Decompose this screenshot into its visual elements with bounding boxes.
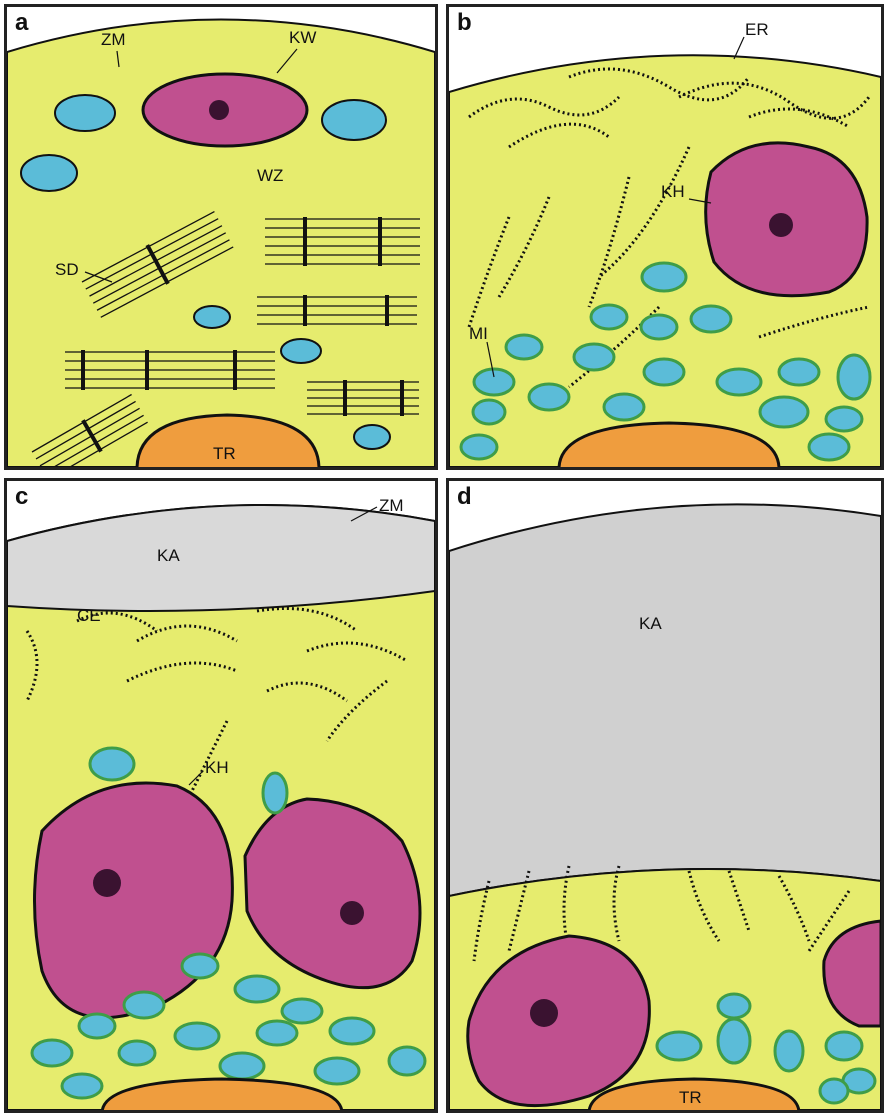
crystalline-cap-ka (449, 504, 881, 896)
mitochondrion (62, 1074, 102, 1098)
mitochondrion (779, 359, 819, 385)
panel-letter-a: a (15, 9, 28, 37)
mitochondrion (506, 335, 542, 359)
mitochondrion (175, 1023, 219, 1049)
nucleolus (209, 100, 229, 120)
label-ka: KA (639, 614, 662, 633)
panel-d-illustration: KA TR (449, 481, 881, 1110)
label-mi: MI (469, 324, 488, 343)
mitochondrion (591, 305, 627, 329)
mitochondrion (644, 359, 684, 385)
label-wz: WZ (257, 166, 283, 185)
mitochondrion (718, 994, 750, 1018)
mitochondrion (820, 1079, 848, 1103)
mitochondrion (574, 344, 614, 370)
mitochondrion (315, 1058, 359, 1084)
nucleolus (93, 869, 121, 897)
mitochondrion (657, 1032, 701, 1060)
mitochondrion (354, 425, 390, 449)
nucleolus (340, 901, 364, 925)
mitochondrion (760, 397, 808, 427)
mitochondrion (322, 100, 386, 140)
mitochondrion (604, 394, 644, 420)
panel-c-illustration: ZM KA CE KH (7, 481, 435, 1110)
mitochondrion (691, 306, 731, 332)
label-tr: TR (679, 1088, 702, 1107)
nucleolus (769, 213, 793, 237)
mitochondrion (809, 434, 849, 460)
mitochondrion (775, 1031, 803, 1071)
mitochondrion (194, 306, 230, 328)
mitochondrion (79, 1014, 115, 1038)
label-er: ER (745, 20, 769, 39)
label-kh: KH (205, 758, 229, 777)
mitochondrion (642, 263, 686, 291)
label-ce: CE (77, 606, 101, 625)
label-kw: KW (289, 28, 316, 47)
mitochondrion (235, 976, 279, 1002)
mitochondrion (281, 339, 321, 363)
mitochondrion (32, 1040, 72, 1066)
mitochondrion (263, 773, 287, 813)
mitochondrion (21, 155, 77, 191)
panel-letter-d: d (457, 483, 472, 511)
mitochondrion (474, 369, 514, 395)
mitochondrion (389, 1047, 425, 1075)
mitochondrion (529, 384, 569, 410)
mitochondrion (717, 369, 761, 395)
mitochondrion (473, 400, 505, 424)
panel-a-illustration: ZM KW WZ SD TR (7, 7, 435, 467)
mitochondrion (330, 1018, 374, 1044)
mitochondrion (182, 954, 218, 978)
label-ka: KA (157, 546, 180, 565)
mitochondrion (461, 435, 497, 459)
mitochondrion (124, 992, 164, 1018)
mitochondrion (55, 95, 115, 131)
label-tr: TR (213, 444, 236, 463)
mitochondrion (257, 1021, 297, 1045)
mitochondrion (718, 1019, 750, 1063)
label-kh: KH (661, 182, 685, 201)
label-sd: SD (55, 260, 79, 279)
mitochondrion (119, 1041, 155, 1065)
panel-b-illustration: ER KH MI (449, 7, 881, 467)
nucleolus (530, 999, 558, 1027)
mitochondrion (220, 1053, 264, 1079)
panel-letter-b: b (457, 9, 472, 37)
mitochondrion (826, 407, 862, 431)
panel-b: ER KH MI b (446, 4, 884, 470)
panel-d: KA TR d (446, 478, 884, 1113)
mitochondrion (90, 748, 134, 780)
panel-c: ZM KA CE KH c (4, 478, 438, 1113)
crystalline-cap-ka (7, 505, 435, 611)
mitochondrion (641, 315, 677, 339)
panel-a: ZM KW WZ SD TR a (4, 4, 438, 470)
panel-letter-c: c (15, 483, 28, 511)
label-zm: ZM (101, 30, 126, 49)
mitochondrion (826, 1032, 862, 1060)
mitochondrion (838, 355, 870, 399)
mitochondrion (282, 999, 322, 1023)
label-zm: ZM (379, 496, 404, 515)
